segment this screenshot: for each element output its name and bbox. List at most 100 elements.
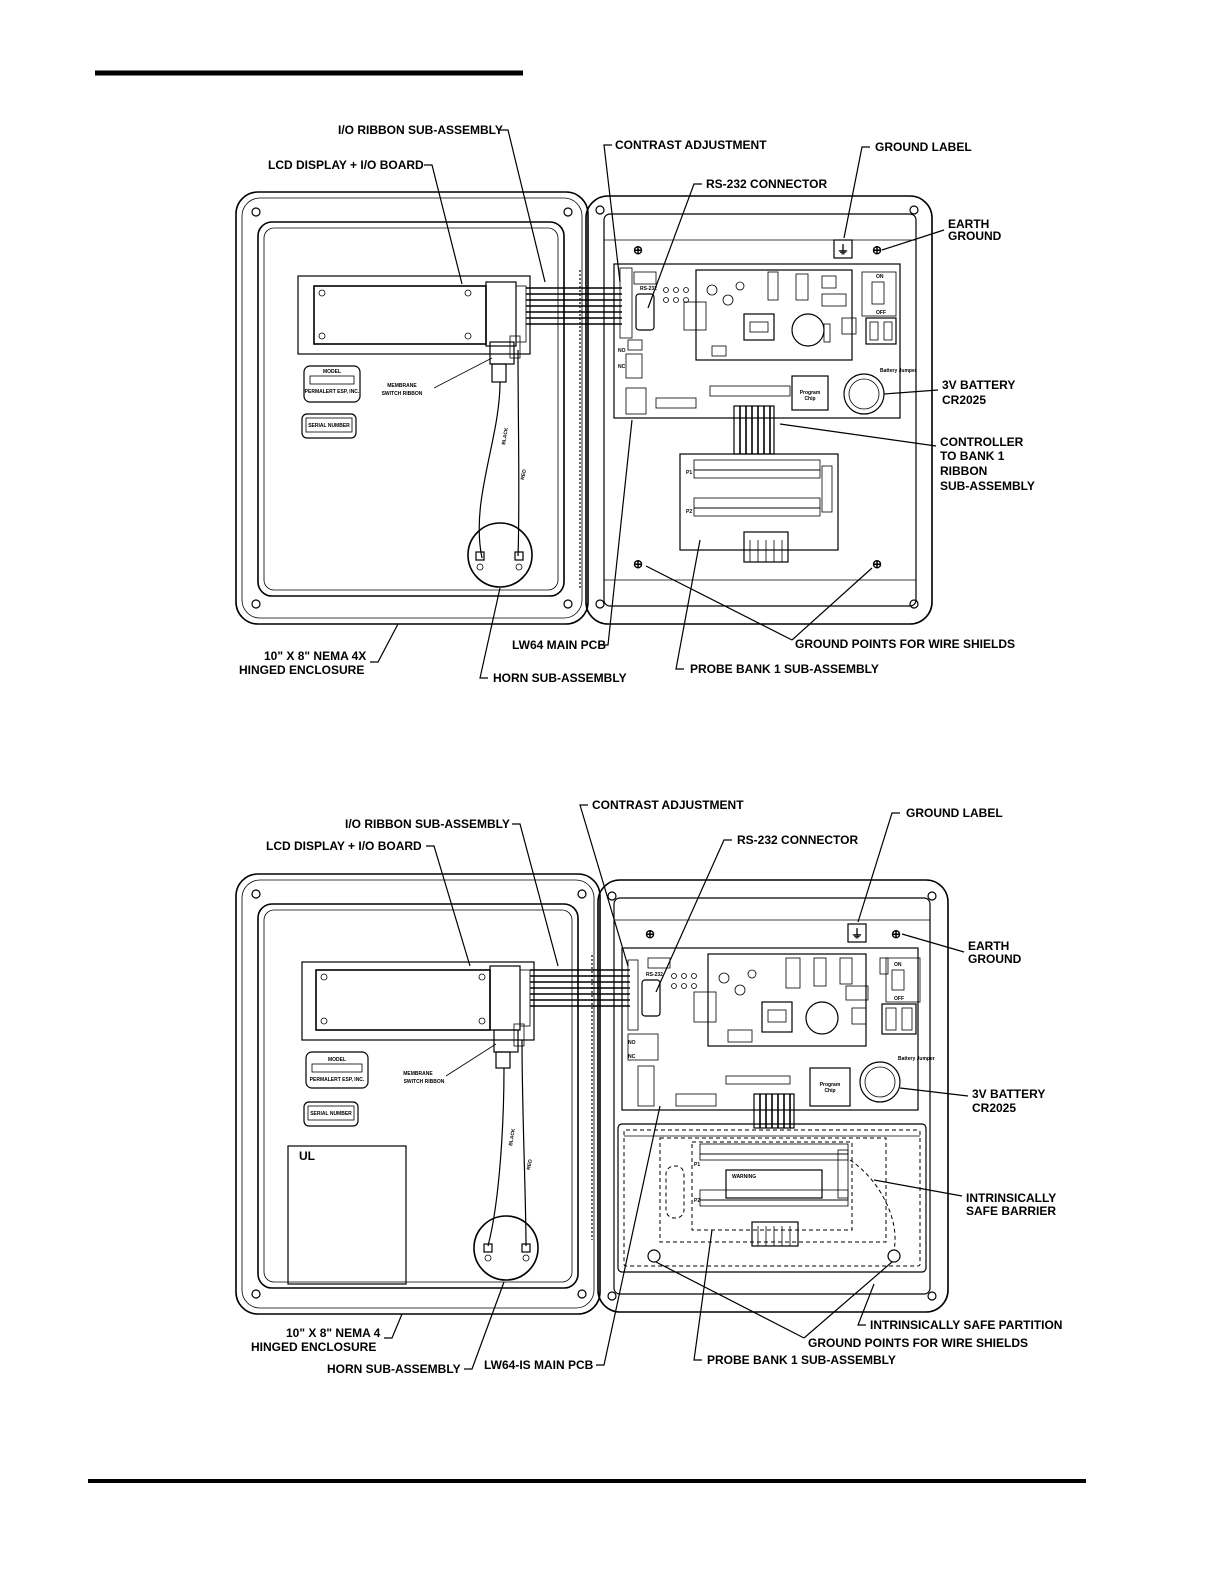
svg-text:PERMALERT ESP, INC.: PERMALERT ESP, INC. [310, 1077, 365, 1083]
intrinsically-safe-partition [617, 1123, 927, 1273]
lcd-display-board-2 [301, 961, 535, 1041]
svg-text:EARTH: EARTH [948, 217, 989, 231]
svg-text:HINGED ENCLOSURE: HINGED ENCLOSURE [251, 1340, 376, 1354]
svg-text:SWITCH RIBBON: SWITCH RIBBON [404, 1079, 445, 1085]
svg-text:MODEL: MODEL [323, 369, 341, 375]
svg-text:I/O RIBBON SUB-ASSEMBLY: I/O RIBBON SUB-ASSEMBLY [345, 817, 510, 831]
svg-text:10" X 8" NEMA 4X: 10" X 8" NEMA 4X [264, 649, 366, 663]
horn-assembly [467, 522, 533, 588]
svg-text:NC: NC [618, 364, 626, 370]
svg-text:INTRINSICALLY: INTRINSICALLY [966, 1191, 1056, 1205]
svg-text:BLACK: BLACK [501, 427, 510, 446]
svg-text:HORN SUB-ASSEMBLY: HORN SUB-ASSEMBLY [493, 671, 627, 685]
model-tag-2: MODEL PERMALERT ESP, INC. [305, 1051, 369, 1089]
svg-text:⊕: ⊕ [872, 557, 882, 571]
svg-text:OFF: OFF [876, 310, 886, 316]
svg-text:CONTRAST ADJUSTMENT: CONTRAST ADJUSTMENT [592, 798, 744, 812]
serial-number-tag-2: SERIAL NUMBER [303, 1101, 359, 1127]
svg-text:NC: NC [628, 1054, 636, 1060]
svg-text:P1: P1 [694, 1162, 700, 1168]
svg-text:PERMALERT ESP, INC.: PERMALERT ESP, INC. [305, 389, 360, 395]
svg-text:⊕: ⊕ [645, 927, 655, 941]
enclosure-base: ⊕ ⊕ ⊕ ⊕ ⏚ [585, 195, 933, 625]
enclosure-base-2: ⊕ ⊕ ⏚ [597, 879, 949, 1313]
svg-text:RIBBON: RIBBON [940, 464, 987, 478]
svg-text:Battery Jumper: Battery Jumper [898, 1056, 935, 1062]
svg-text:UL: UL [299, 1149, 315, 1163]
svg-text:NO: NO [628, 1040, 636, 1046]
svg-text:SUB-ASSEMBLY: SUB-ASSEMBLY [940, 479, 1035, 493]
svg-text:OFF: OFF [894, 996, 904, 1002]
lw64-main-pcb: RS-232 NO NC ON [613, 263, 917, 419]
svg-text:CR2025: CR2025 [942, 393, 986, 407]
svg-text:SERIAL NUMBER: SERIAL NUMBER [310, 1111, 352, 1117]
svg-text:LCD DISPLAY + I/O BOARD: LCD DISPLAY + I/O BOARD [268, 158, 424, 172]
io-ribbon [526, 287, 622, 325]
svg-text:⊕: ⊕ [633, 557, 643, 571]
svg-text:GROUND LABEL: GROUND LABEL [906, 806, 1003, 820]
svg-text:TO BANK 1: TO BANK 1 [940, 449, 1005, 463]
svg-text:LCD DISPLAY + I/O BOARD: LCD DISPLAY + I/O BOARD [266, 839, 422, 853]
svg-text:RED: RED [520, 469, 528, 481]
svg-text:NO: NO [618, 348, 626, 354]
svg-text:LW64 MAIN PCB: LW64 MAIN PCB [512, 638, 606, 652]
svg-text:⊕: ⊕ [891, 927, 901, 941]
probe-bank-board: P1 P2 [679, 453, 839, 563]
svg-text:⊕: ⊕ [872, 243, 882, 257]
controller-ribbon [733, 405, 775, 455]
svg-text:SWITCH RIBBON: SWITCH RIBBON [382, 391, 423, 397]
lcd-display-board [297, 275, 531, 355]
svg-text:P1: P1 [686, 470, 692, 476]
figure-2-callouts: CONTRAST ADJUSTMENT GROUND LABEL I/O RIB… [251, 798, 1062, 1376]
ul-label: UL [287, 1145, 407, 1285]
svg-text:RS-232: RS-232 [646, 972, 663, 978]
svg-text:ON: ON [894, 962, 902, 968]
svg-text:MODEL: MODEL [328, 1057, 346, 1063]
svg-text:Battery Jumper: Battery Jumper [880, 368, 917, 374]
svg-text:Program: Program [820, 1082, 841, 1088]
intrinsically-safe-barrier: P1 P2 WARNING [659, 1137, 896, 1251]
svg-text:⏚: ⏚ [851, 927, 863, 941]
svg-text:GROUND POINTS FOR WIRE SHIELDS: GROUND POINTS FOR WIRE SHIELDS [795, 637, 1015, 651]
svg-text:SERIAL NUMBER: SERIAL NUMBER [308, 423, 350, 429]
svg-text:P2: P2 [694, 1198, 700, 1204]
svg-text:Program: Program [800, 390, 821, 396]
figure-1-callouts: I/O RIBBON SUB-ASSEMBLY LCD DISPLAY + I/… [239, 123, 1035, 685]
svg-text:WARNING: WARNING [732, 1174, 756, 1180]
serial-number-tag: SERIAL NUMBER [301, 413, 357, 439]
svg-text:Chip: Chip [804, 396, 815, 402]
svg-text:ON: ON [876, 274, 884, 280]
enclosure-door [235, 191, 589, 625]
svg-text:⊕: ⊕ [633, 243, 643, 257]
model-tag: MODEL PERMALERT ESP, INC. [303, 365, 361, 403]
svg-text:3V BATTERY: 3V BATTERY [972, 1087, 1045, 1101]
figure-2-nema4-is-enclosure: MODEL PERMALERT ESP, INC. SERIAL NUMBER … [235, 798, 1062, 1376]
horn-assembly-2 [473, 1215, 539, 1281]
svg-text:SAFE BARRIER: SAFE BARRIER [966, 1204, 1056, 1218]
svg-text:GROUND LABEL: GROUND LABEL [875, 140, 972, 154]
svg-text:I/O RIBBON SUB-ASSEMBLY: I/O RIBBON SUB-ASSEMBLY [338, 123, 503, 137]
svg-text:RS-232 CONNECTOR: RS-232 CONNECTOR [706, 177, 827, 191]
enclosure-door-2 [235, 873, 601, 1315]
svg-text:INTRINSICALLY SAFE PARTITION: INTRINSICALLY SAFE PARTITION [870, 1318, 1062, 1332]
svg-text:RS-232: RS-232 [640, 286, 657, 292]
svg-text:⏚: ⏚ [837, 243, 849, 257]
svg-text:MEMBRANE: MEMBRANE [387, 383, 417, 389]
controller-ribbon-2 [753, 1093, 795, 1129]
svg-text:GROUND POINTS FOR WIRE SHIELDS: GROUND POINTS FOR WIRE SHIELDS [808, 1336, 1028, 1350]
svg-text:10" X 8" NEMA 4: 10" X 8" NEMA 4 [286, 1326, 381, 1340]
svg-text:EARTH: EARTH [968, 939, 1009, 953]
svg-text:RS-232 CONNECTOR: RS-232 CONNECTOR [737, 833, 858, 847]
svg-text:RED: RED [526, 1159, 534, 1171]
svg-text:LW64-IS MAIN PCB: LW64-IS MAIN PCB [484, 1358, 594, 1372]
svg-text:Chip: Chip [824, 1088, 835, 1094]
svg-text:MEMBRANE: MEMBRANE [403, 1071, 433, 1077]
io-ribbon-2 [530, 969, 630, 1007]
svg-text:BLACK: BLACK [508, 1128, 517, 1147]
svg-text:HORN SUB-ASSEMBLY: HORN SUB-ASSEMBLY [327, 1362, 461, 1376]
svg-text:CONTRAST ADJUSTMENT: CONTRAST ADJUSTMENT [615, 138, 767, 152]
svg-text:PROBE BANK 1 SUB-ASSEMBLY: PROBE BANK 1 SUB-ASSEMBLY [690, 662, 879, 676]
svg-text:CR2025: CR2025 [972, 1101, 1016, 1115]
figure-1-nema4x-enclosure: MODEL PERMALERT ESP, INC. SERIAL NUMBER … [235, 123, 1035, 685]
